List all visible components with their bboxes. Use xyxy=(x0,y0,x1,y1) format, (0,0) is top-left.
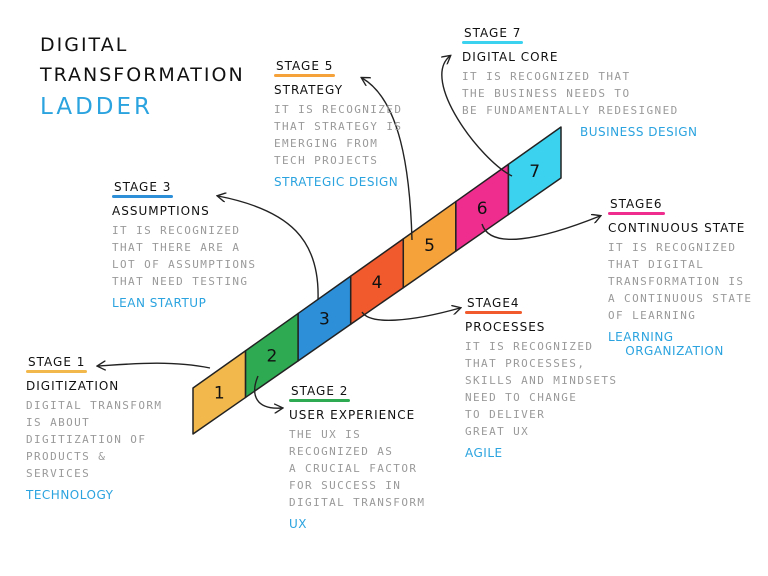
stage-7-name: Digital Core xyxy=(462,50,559,64)
stage-3-method: Lean Startup xyxy=(112,296,207,310)
ladder-step-number-4: 4 xyxy=(372,273,383,293)
stage-1-name: Digitization xyxy=(26,379,120,393)
stage-4-method: Agile xyxy=(465,446,503,460)
stage-1-underline xyxy=(26,370,88,373)
ladder-step-number-6: 6 xyxy=(477,199,488,219)
stage-3: Stage 3 Assumptions It is recognized tha… xyxy=(112,176,256,310)
arrow-stage-3 xyxy=(218,196,319,301)
stage-5-label: Stage 5 xyxy=(274,59,336,77)
stage-1-description: Digital transform is about digitization … xyxy=(26,399,163,480)
stage-5-method: Strategic Design xyxy=(274,175,399,189)
arrow-stage-7 xyxy=(442,56,513,177)
stage-2: Stage 2 User Experience The UX is recogn… xyxy=(289,380,425,531)
stage-7: Stage 7 Digital Core It is recognized th… xyxy=(462,22,698,139)
ladder-step-number-5: 5 xyxy=(424,236,435,256)
ladder-steps: 1 2 3 4 5 6 7 xyxy=(192,126,562,435)
ladder-step-number-1: 1 xyxy=(214,384,225,404)
connector-arrows xyxy=(98,56,600,408)
stage-4: Stage4 Processes It is recognized that p… xyxy=(465,292,617,460)
stage-5-underline xyxy=(274,74,336,77)
stage-2-name: User Experience xyxy=(289,408,416,422)
ladder-step-number-2: 2 xyxy=(266,347,277,367)
ladder-step-number-7: 7 xyxy=(529,162,540,182)
stage-6-description: It is recognized that digital transforma… xyxy=(608,241,753,322)
stage-4-description: It is recognized that processes, skills … xyxy=(465,340,618,438)
stage-3-name: Assumptions xyxy=(112,204,210,218)
title-line-1: Digital xyxy=(40,34,129,56)
stage-7-underline xyxy=(462,41,524,44)
stage-6-name: Continuous State xyxy=(608,221,746,235)
stage-6-method: Learning Organization xyxy=(608,330,724,358)
stage-4-name: Processes xyxy=(465,320,546,334)
stage-3-underline xyxy=(112,195,174,198)
stage-1-label: Stage 1 xyxy=(26,355,88,373)
stage-2-label: Stage 2 xyxy=(289,384,351,402)
ladder-step-7 xyxy=(507,126,562,216)
stage-1-method: Technology xyxy=(26,488,114,502)
stage-3-label: Stage 3 xyxy=(112,180,174,198)
arrow-stage-2 xyxy=(254,375,282,408)
stage-7-description: It is recognized that the business needs… xyxy=(462,70,679,117)
arrow-stage-1 xyxy=(98,363,211,368)
stage-7-label: Stage 7 xyxy=(462,26,524,44)
stage-6: Stage6 Continuous State It is recognized… xyxy=(608,193,752,358)
ladder-step-number-3: 3 xyxy=(319,310,330,330)
stage-7-method: Business Design xyxy=(580,125,698,139)
stage-2-description: The UX is recognized as a crucial factor… xyxy=(289,428,426,509)
stage-6-label: Stage6 xyxy=(608,197,665,215)
stage-2-method: UX xyxy=(289,517,308,531)
arrow-stage-6 xyxy=(481,216,600,241)
title-line-2: Transformation xyxy=(40,64,245,86)
stage-4-label: Stage4 xyxy=(465,296,522,314)
arrow-stage-5 xyxy=(362,78,413,241)
stage-5: Stage 5 Strategy It is recognized that s… xyxy=(274,55,402,189)
stage-5-name: Strategy xyxy=(274,83,344,97)
stage-3-description: It is recognized that there are a lot of… xyxy=(112,224,257,288)
stage-6-underline xyxy=(608,212,665,215)
stage-4-underline xyxy=(465,311,522,314)
stage-5-description: It is recognized that strategy is emergi… xyxy=(274,103,403,167)
stage-2-underline xyxy=(289,399,351,402)
arrow-stage-4 xyxy=(361,308,460,321)
stage-1: Stage 1 Digitization Digital transform i… xyxy=(26,351,162,502)
title-line-3: Ladder xyxy=(40,94,154,120)
